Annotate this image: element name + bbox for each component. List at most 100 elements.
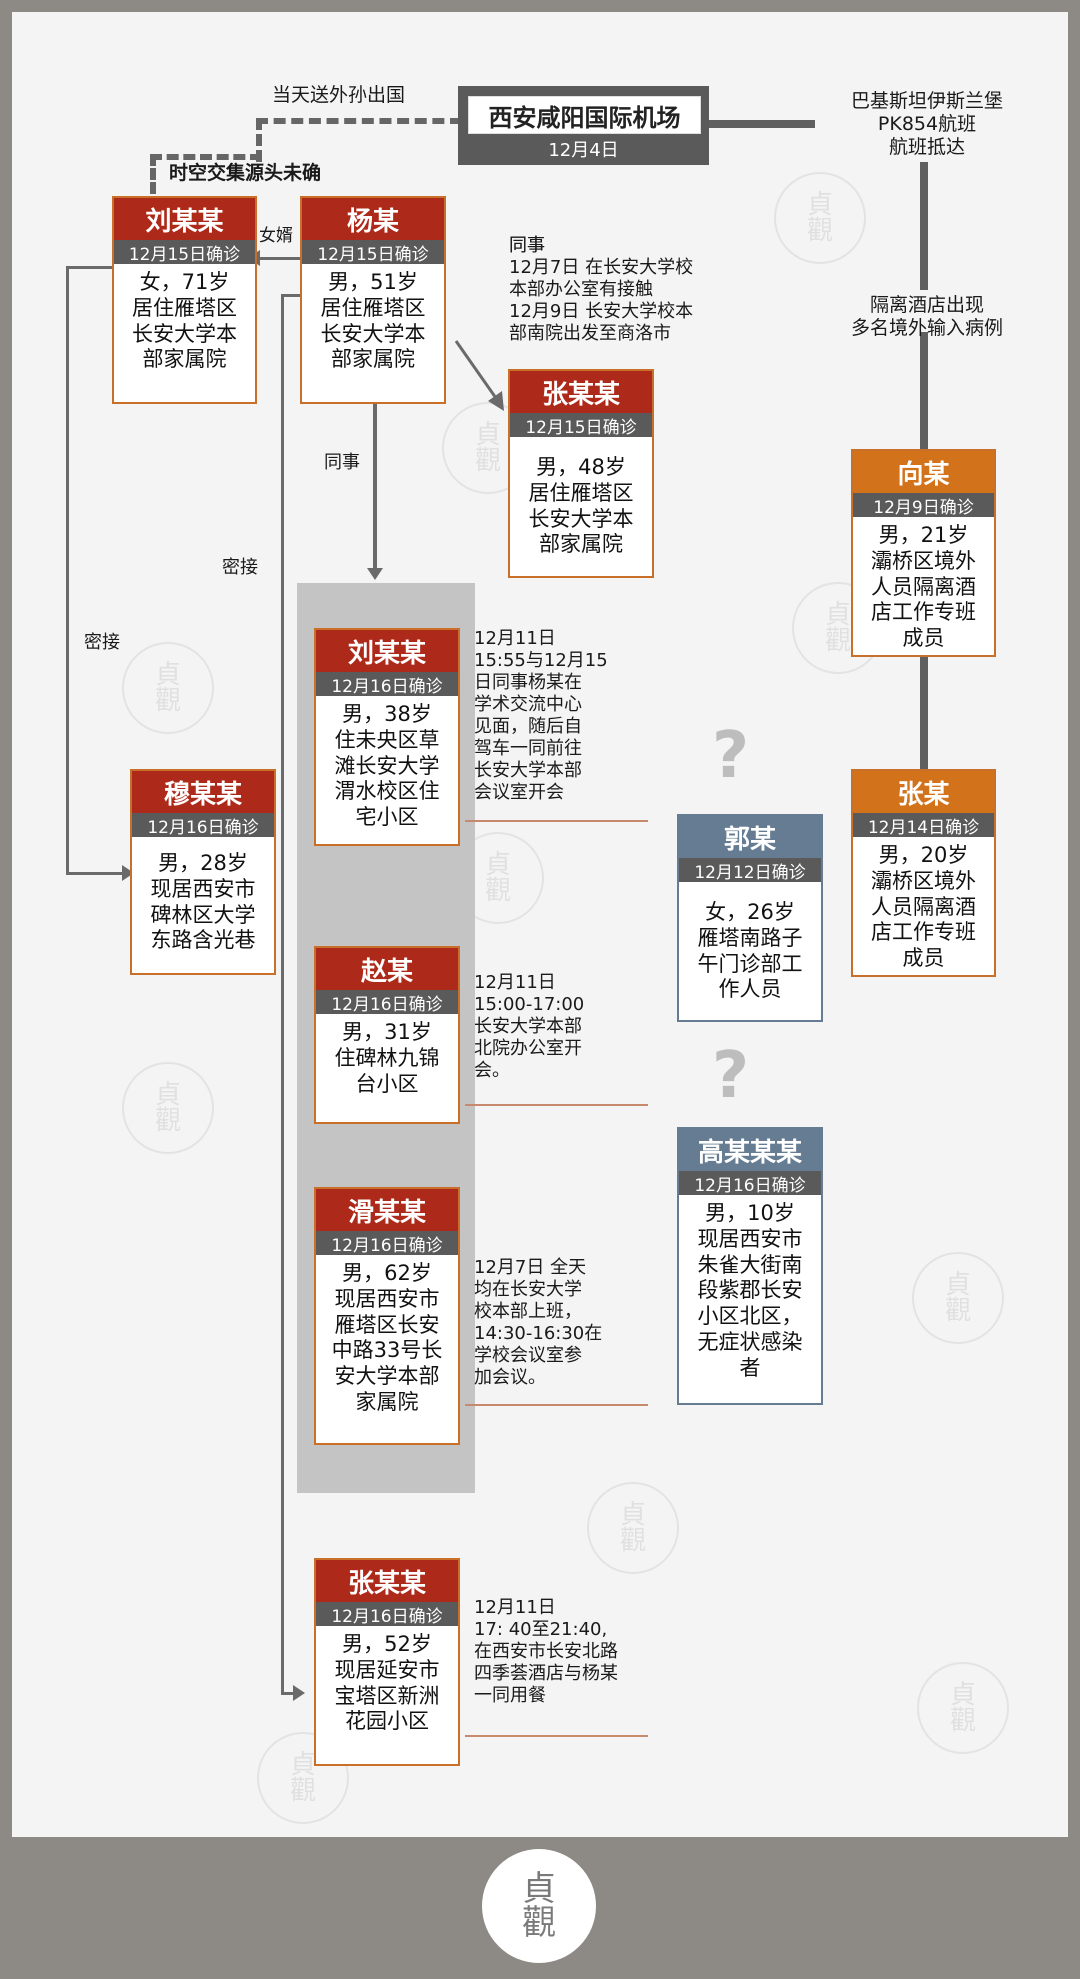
diagnosis-date: 12月9日确诊	[853, 493, 994, 518]
note-rule-zhang3	[465, 1735, 648, 1737]
footer-bar: 貞觀	[0, 1837, 1080, 1979]
watermark-seal: 貞觀	[452, 832, 544, 924]
watermark-seal: 貞觀	[122, 642, 214, 734]
case-name: 张某某	[316, 1560, 458, 1602]
diagnosis-date: 12月16日确诊	[132, 813, 274, 838]
diagnosis-date: 12月15日确诊	[302, 240, 444, 265]
xiang-to-zhang-line	[920, 657, 928, 769]
colleague-label-down: 同事	[324, 452, 360, 473]
colleague-label-top: 同事	[509, 235, 545, 256]
dashed-line-send-drop	[256, 118, 262, 162]
seal-text: 貞觀	[484, 850, 511, 906]
watermark-seal: 貞觀	[587, 1482, 679, 1574]
seal-text: 貞觀	[474, 420, 501, 476]
case-details: 男，28岁现居西安市碑林区大学东路含光巷	[150, 851, 256, 953]
seal-text: 貞觀	[806, 190, 833, 246]
question-mark: ?	[712, 1039, 750, 1113]
case-card-hua: 滑某某 12月16日确诊 男，62岁现居西安市雁塔区长安中路33号长安大学本部家…	[314, 1187, 460, 1445]
case-card-gao: 高某某某 12月16日确诊 男，10岁现居西安市朱雀大街南段紫郡长安小区北区，无…	[677, 1127, 823, 1405]
airport-to-flight-line	[709, 120, 815, 128]
diagnosis-date: 12月15日确诊	[510, 413, 652, 438]
watermark-seal: 貞觀	[792, 582, 884, 674]
diagnosis-date: 12月16日确诊	[316, 672, 458, 697]
yang-down-line	[373, 404, 377, 570]
seal-text: 貞觀	[154, 660, 181, 716]
flight-vertical-line	[920, 162, 928, 290]
airport-name: 西安咸阳国际机场	[488, 103, 681, 132]
diagnosis-date: 12月12日确诊	[679, 858, 821, 883]
case-details: 男，62岁现居西安市雁塔区长安中路33号长安大学本部家属院	[331, 1261, 443, 1415]
case-details: 男，31岁住碑林九锦台小区	[334, 1020, 440, 1096]
watermark-seal: 貞觀	[912, 1252, 1004, 1344]
diagnosis-date: 12月16日确诊	[316, 1602, 458, 1627]
case-details: 男，10岁现居西安市朱雀大街南段紫郡长安小区北区，无症状感染者	[697, 1201, 803, 1380]
note-rule-zhao	[465, 1104, 648, 1106]
send-grandchild-label: 当天送外孙出国	[272, 84, 406, 106]
seal-text: 貞觀	[289, 1750, 316, 1806]
note-rule-liu2	[465, 820, 648, 822]
case-card-yang: 杨某 12月15日确诊 男，51岁居住雁塔区长安大学本部家属院	[300, 196, 446, 404]
case-card-mu: 穆某某 12月16日确诊 男，28岁现居西安市碑林区大学东路含光巷	[130, 769, 276, 975]
diagnosis-date: 12月16日确诊	[316, 1231, 458, 1256]
case-name: 杨某	[302, 198, 444, 240]
case-name: 滑某某	[316, 1189, 458, 1231]
seal-text: 貞觀	[154, 1080, 181, 1136]
case-card-guo: 郭某 12月12日确诊 女，26岁雁塔南路子午门诊部工作人员	[677, 814, 823, 1022]
close-contact-label-mid: 密接	[222, 557, 258, 578]
close-contact-label-left: 密接	[84, 632, 120, 653]
case-details: 男，48岁居住雁塔区长安大学本部家属院	[528, 455, 634, 557]
yang-to-zhang-arrow-shaft	[454, 340, 500, 402]
question-mark: ?	[712, 719, 750, 793]
case-details: 男，51岁居住雁塔区长安大学本部家属院	[320, 270, 426, 372]
watermark-seal: 貞觀	[774, 172, 866, 264]
case-card-zhang1: 张某某 12月15日确诊 男，48岁居住雁塔区长安大学本部家属院	[508, 369, 654, 578]
diagnosis-date: 12月15日确诊	[114, 240, 255, 265]
seal-text: 貞觀	[949, 1680, 976, 1736]
watermark-seal: 貞觀	[257, 1732, 349, 1824]
left-contact-line-bottom	[66, 872, 122, 875]
mid-contact-line-vertical	[281, 294, 284, 1694]
case-card-zhang3: 张某某 12月16日确诊 男，52岁现居延安市宝塔区新洲花园小区	[314, 1558, 460, 1766]
left-contact-line-vertical	[66, 266, 69, 874]
yang-to-zhang-arrow	[454, 340, 504, 411]
case-name: 张某	[853, 771, 994, 813]
footer-logo: 貞觀	[482, 1849, 596, 1963]
case-details: 男，38岁住未央区草滩长安大学渭水校区住宅小区	[334, 702, 440, 830]
case-card-liu2: 刘某某 12月16日确诊 男，38岁住未央区草滩长安大学渭水校区住宅小区	[314, 628, 460, 846]
case-details: 女，26岁雁塔南路子午门诊部工作人员	[697, 900, 803, 1002]
case-name: 郭某	[679, 816, 821, 858]
son-in-law-label: 女婿	[259, 226, 293, 246]
hotel-to-xiang-line	[920, 332, 928, 452]
diagnosis-date: 12月16日确诊	[316, 990, 458, 1015]
seal-text: 貞觀	[619, 1500, 646, 1556]
dashed-line-source-drop	[150, 154, 156, 194]
diagram-canvas: 貞觀 貞觀 貞觀 貞觀 貞觀 貞觀 貞觀 貞觀 貞觀 貞觀 西安咸阳国际机场 1…	[12, 12, 1068, 1837]
mid-contact-line-bottom	[281, 1692, 295, 1695]
case-card-zhang2: 张某 12月14日确诊 男，20岁灞桥区境外人员隔离酒店工作专班成员	[851, 769, 996, 977]
case-name: 赵某	[316, 948, 458, 990]
source-unknown-label: 时空交集源头未确	[169, 162, 322, 184]
case-name: 张某某	[510, 371, 652, 413]
watermark-seal: 貞觀	[122, 1062, 214, 1154]
airport-box: 西安咸阳国际机场 12月4日	[458, 86, 709, 165]
watermark-seal: 貞觀	[917, 1662, 1009, 1754]
footer-logo-text: 貞觀	[522, 1869, 556, 1943]
dashed-line-source	[150, 154, 262, 160]
note-hua: 12月7日 全天均在长安大学校本部上班，14:30-16:30在学校会议室参加会…	[474, 1257, 603, 1388]
case-name: 刘某某	[316, 630, 458, 672]
case-details: 女，71岁居住雁塔区长安大学本部家属院	[132, 270, 237, 372]
case-card-liu1: 刘某某 12月15日确诊 女，71岁居住雁塔区长安大学本部家属院	[112, 196, 257, 404]
yang-to-zhang-arrowhead	[488, 391, 504, 411]
case-card-zhao: 赵某 12月16日确诊 男，31岁住碑林九锦台小区	[314, 946, 460, 1124]
note-rule-hua	[465, 1404, 648, 1406]
airport-date: 12月4日	[548, 140, 619, 161]
case-details: 男，20岁灞桥区境外人员隔离酒店工作专班成员	[871, 843, 976, 971]
case-details: 男，52岁现居延安市宝塔区新洲花园小区	[334, 1632, 440, 1734]
seal-text: 貞觀	[824, 600, 851, 656]
son-in-law-line	[258, 257, 302, 260]
mid-contact-line-top	[281, 294, 313, 297]
yang-down-arrowhead	[367, 568, 383, 580]
